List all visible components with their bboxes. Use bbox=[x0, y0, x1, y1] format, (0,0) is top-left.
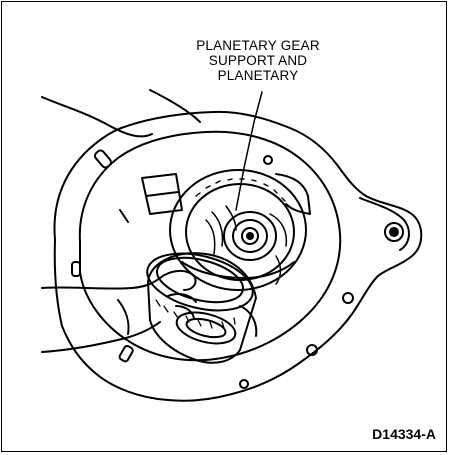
bolt-hole-top bbox=[263, 155, 273, 165]
arm-top-edge bbox=[41, 277, 161, 290]
bolt-slot-top-left bbox=[94, 149, 112, 169]
planetary-drum-outer bbox=[169, 169, 307, 291]
case-cavity-block bbox=[141, 173, 183, 215]
cylinder-lower-gear bbox=[175, 311, 237, 345]
callout-line-2: SUPPORT AND bbox=[208, 53, 308, 68]
bolt-hole-bottom-right bbox=[306, 344, 318, 356]
bell-housing-inner-rim bbox=[78, 130, 342, 362]
cylinder-teeth-band bbox=[155, 299, 236, 329]
callout-line-3: PLANETARY bbox=[217, 68, 299, 83]
bolt-hole-right bbox=[342, 292, 354, 304]
callout-leader-line bbox=[235, 91, 263, 211]
component-callout: PLANETARY GEAR SUPPORT AND PLANETARY bbox=[196, 38, 320, 83]
figure-code: D14334-A bbox=[372, 426, 436, 442]
bolt-slot-left bbox=[71, 261, 81, 277]
hand-fingers bbox=[159, 270, 197, 291]
background-arm-top bbox=[149, 89, 201, 123]
planetary-drum-inner bbox=[185, 183, 295, 281]
background-arm-outline bbox=[41, 96, 153, 138]
housing-right-ear bbox=[359, 197, 410, 251]
case-casting-right bbox=[275, 173, 311, 215]
planetary-cylinder-face bbox=[146, 252, 254, 312]
bolt-slot-bottom-left bbox=[118, 345, 134, 363]
carrier-lower-edge bbox=[181, 261, 295, 279]
bell-housing-outline bbox=[53, 110, 423, 402]
callout-line-1: PLANETARY GEAR bbox=[196, 38, 320, 53]
right-bolt-boss bbox=[384, 222, 404, 242]
central-gear-hub bbox=[223, 211, 277, 261]
arm-sleeve-fold bbox=[117, 299, 130, 335]
arm-bottom-edge bbox=[41, 321, 161, 353]
bolt-hole-bottom bbox=[239, 379, 249, 389]
